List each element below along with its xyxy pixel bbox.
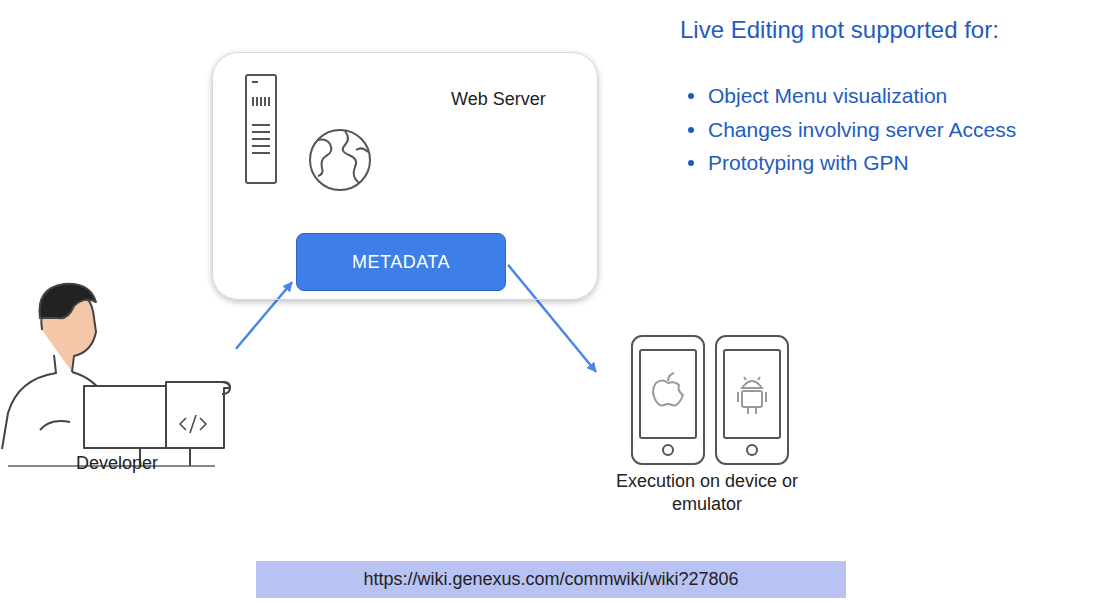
bullet-text: Prototyping with GPN xyxy=(708,151,909,174)
bullet-dot xyxy=(688,160,694,166)
bullet-item: Object Menu visualization xyxy=(688,84,947,108)
device-group: Execution on device or emulator xyxy=(600,330,814,520)
flow-arrow xyxy=(508,265,596,372)
flow-arrow xyxy=(236,282,292,349)
server-box: Web ServerMETADATA xyxy=(212,52,598,300)
node-label: Developer xyxy=(0,453,234,474)
bullet-text: Object Menu visualization xyxy=(708,84,947,107)
bullet-item: Prototyping with GPN xyxy=(688,151,909,175)
phone-icons xyxy=(632,336,788,464)
node-label: Execution on device or emulator xyxy=(600,470,814,516)
slide-title: Live Editing not supported for: xyxy=(680,16,999,44)
metadata-box: METADATA xyxy=(296,233,506,291)
globe-icon xyxy=(310,130,370,190)
bullet-text: Changes involving server Access xyxy=(708,118,1016,141)
developer-actor: Developer xyxy=(0,290,234,500)
bullet-item: Changes involving server Access xyxy=(688,118,1016,142)
apple-logo xyxy=(653,373,683,406)
bullet-dot xyxy=(688,127,694,133)
node-label: https://wiki.genexus.com/commwiki/wiki?2… xyxy=(363,569,738,590)
node-label: Web Server xyxy=(451,89,546,110)
url-box: https://wiki.genexus.com/commwiki/wiki?2… xyxy=(256,561,846,598)
android-logo xyxy=(738,377,766,414)
server-icon xyxy=(246,75,276,183)
developer-figure xyxy=(2,284,230,466)
node-label: METADATA xyxy=(352,252,450,273)
bullet-dot xyxy=(688,93,694,99)
